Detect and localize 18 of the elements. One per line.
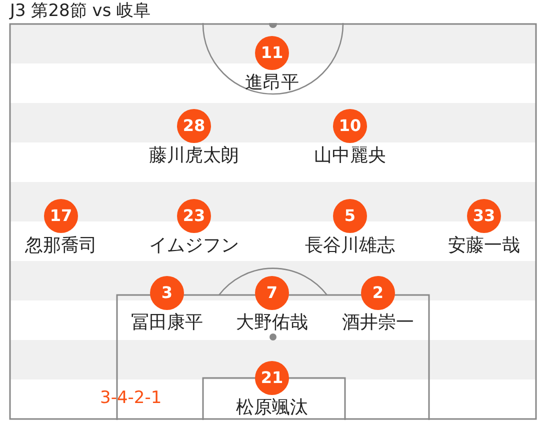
- player-name: イムジフン: [149, 235, 239, 257]
- formation-label: 3-4-2-1: [100, 387, 162, 409]
- title: J3 第28節 vs 岐阜: [10, 0, 151, 22]
- number-circle: 33: [467, 199, 501, 233]
- player-name: 松原颯汰: [236, 397, 308, 419]
- player-name: 冨田康平: [131, 312, 203, 334]
- player-name: 長谷川雄志: [305, 235, 395, 257]
- player-name: 藤川虎太朗: [149, 145, 239, 167]
- player-name: 大野佑哉: [236, 312, 308, 334]
- player-name: 酒井崇一: [342, 312, 414, 334]
- player-name: 進昂平: [245, 72, 299, 94]
- number-circle: 5: [333, 199, 367, 233]
- number-circle: 23: [177, 199, 211, 233]
- player-name: 忽那喬司: [25, 235, 97, 257]
- player-name: 山中麗央: [314, 145, 386, 167]
- number-circle: 21: [255, 361, 289, 395]
- player-name: 安藤一哉: [448, 235, 520, 257]
- number-circle: 17: [44, 199, 78, 233]
